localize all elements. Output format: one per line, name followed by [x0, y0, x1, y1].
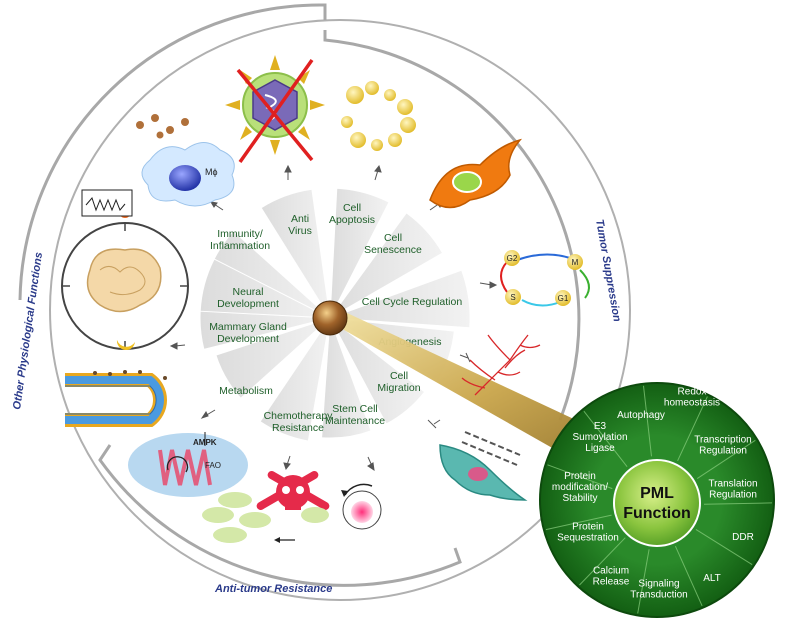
macrophage-label: Mϕ [205, 167, 218, 177]
pml-divider [643, 385, 652, 457]
wedge-stem-cell [321, 317, 372, 439]
wedge-senescence [329, 212, 444, 319]
bracket-other-physiological [18, 3, 327, 301]
function-wedges [199, 187, 471, 442]
cell-cycle-icon: G2 M G1 S [500, 250, 590, 307]
pml-divider [579, 537, 626, 586]
center-sphere [312, 300, 348, 336]
wedge-chemo [259, 317, 331, 442]
macrophage-icon: Mϕ [136, 114, 235, 207]
pml-divider [695, 528, 753, 566]
pml-divider [583, 410, 628, 468]
bracket-anti-tumor [98, 444, 462, 587]
circadian-brain-icon [61, 206, 189, 351]
mammary-duct-icon [65, 370, 167, 427]
pml-divider [703, 502, 773, 505]
wedge-label-metabolism: Metabolism [219, 385, 273, 397]
pml-divider [696, 439, 756, 480]
phase-g1: G1 [558, 294, 569, 303]
bracket-tumor-suppression [323, 30, 581, 421]
virus-crossed-icon [225, 55, 325, 164]
outer-circle [49, 19, 631, 601]
phase-s: S [510, 293, 515, 302]
phase-m: M [572, 258, 579, 267]
wedge-migration [329, 317, 426, 425]
ecg-box-icon [81, 189, 133, 217]
region-tumor-suppression: Tumor Suppression [593, 218, 623, 322]
pml-divider [547, 464, 613, 490]
pml-divider [674, 545, 703, 607]
chemo-resistance-icon [202, 470, 330, 543]
pml-subtitle: Function [623, 505, 691, 522]
region-anti-tumor: Anti-tumor Resistance [214, 583, 332, 595]
blood-vessel-icon [461, 334, 541, 396]
senescent-cell-icon [429, 138, 523, 209]
stem-cell-icon [341, 483, 382, 530]
wedge-anti-virus [260, 188, 331, 319]
phase-g2: G2 [507, 254, 518, 263]
pml-item-alt: ALT [703, 573, 721, 584]
wedge-label-immunity: Immunity/Inflammation [210, 228, 270, 252]
pml-divider [677, 396, 708, 462]
pml-divider [637, 549, 650, 614]
pml-divider [545, 514, 612, 531]
ampk-label: AMPK [193, 438, 217, 447]
fao-label: FAO [205, 461, 221, 470]
metabolism-icon: AMPK FAO [128, 432, 248, 497]
region-other-physiological: Other Physiological Functions [11, 251, 45, 410]
wedge-metabolism [215, 317, 331, 400]
wedge-apoptosis [329, 187, 390, 319]
migrating-cell-icon [439, 431, 528, 501]
wedge-neural [199, 258, 331, 319]
pml-item-ddr: DDR [732, 532, 754, 543]
pml-item-autophagy: Autophagy [617, 410, 665, 421]
apoptosis-beads-icon [341, 81, 416, 151]
wedge-label-cell-cycle: Cell Cycle Regulation [362, 296, 463, 308]
pml-title: PML [640, 485, 674, 502]
wedge-cell-cycle [329, 269, 471, 329]
